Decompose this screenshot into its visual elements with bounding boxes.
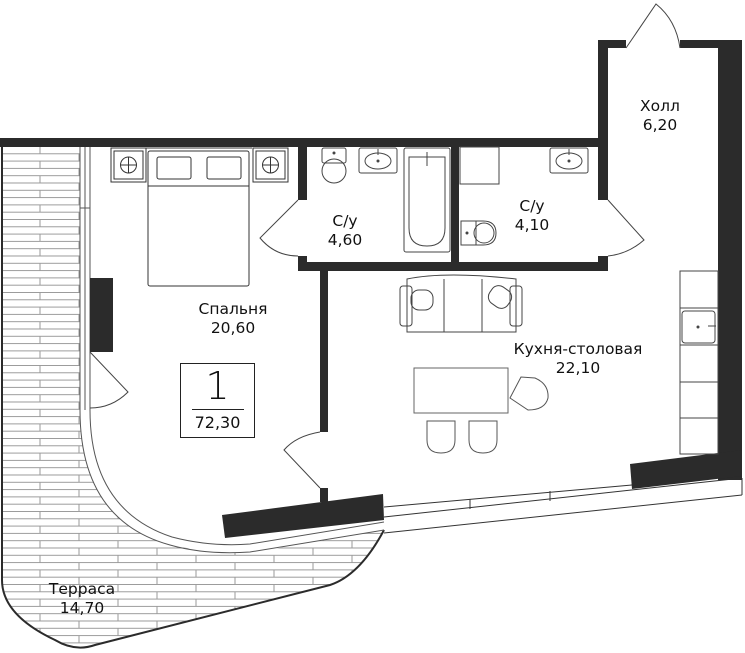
sink-1	[358, 147, 398, 174]
room-area: 22,10	[555, 359, 601, 377]
bathtub	[403, 147, 451, 253]
toilet-1	[321, 147, 347, 184]
room-name: Терраса	[48, 580, 116, 598]
room-area: 20,60	[210, 319, 256, 337]
curved-glazing	[79, 409, 385, 554]
chairs	[426, 376, 549, 454]
walls	[0, 40, 742, 538]
dining-table	[413, 367, 509, 414]
unit-summary-box: 1 72,30	[180, 363, 255, 438]
room-label-kitchen: Кухня-столовая 22,10	[514, 340, 643, 378]
toilet-2	[460, 220, 497, 246]
room-label-bedroom: Спальня 20,60	[199, 300, 268, 338]
west-window	[79, 146, 91, 410]
divider	[191, 409, 244, 410]
washing-machine	[459, 146, 500, 185]
rooms-count: 1	[205, 364, 230, 408]
total-area: 72,30	[194, 413, 241, 432]
south-glazing	[383, 477, 743, 534]
room-name: Спальня	[198, 300, 268, 318]
doors	[89, 3, 681, 489]
room-name: Холл	[640, 97, 680, 115]
room-name: С/у	[519, 197, 545, 215]
room-area: 14,70	[59, 599, 105, 617]
sofa	[399, 274, 523, 333]
kitchen-counter	[679, 270, 719, 455]
sink-2	[549, 147, 589, 174]
room-label-bathroom-2: С/у 4,10	[515, 197, 550, 235]
nightstand-left	[110, 147, 147, 183]
room-area: 4,60	[327, 231, 363, 249]
room-name: С/у	[332, 212, 358, 230]
room-area: 6,20	[642, 116, 678, 134]
room-label-bathroom-1: С/у 4,60	[328, 212, 363, 250]
nightstand-right	[252, 147, 289, 183]
room-label-hall: Холл 6,20	[640, 97, 680, 135]
room-name: Кухня-столовая	[513, 340, 643, 358]
room-label-terrace: Терраса 14,70	[49, 580, 115, 618]
bed	[145, 147, 252, 287]
room-area: 4,10	[514, 216, 550, 234]
